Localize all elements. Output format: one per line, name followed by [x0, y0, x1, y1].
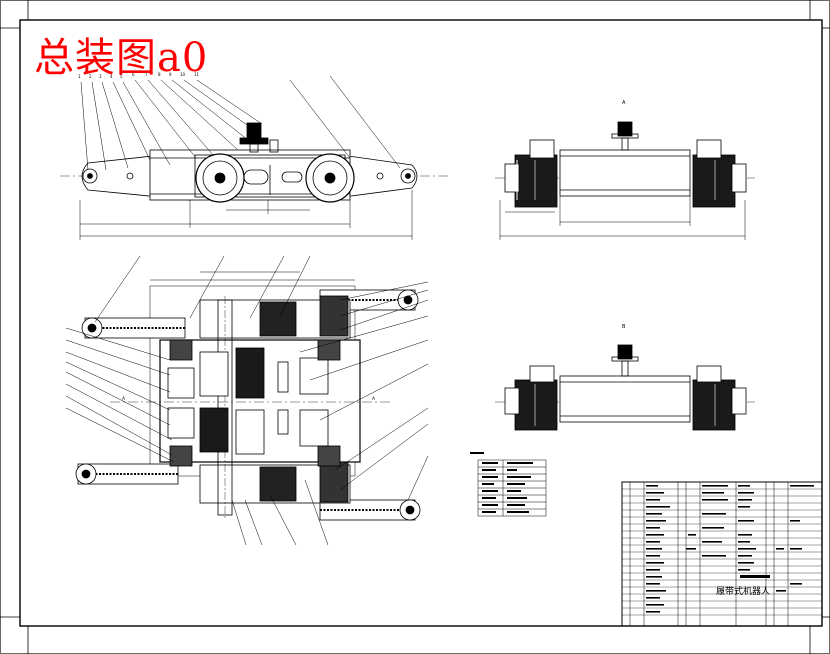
svg-text:4: 4: [110, 74, 113, 79]
product-name: 履带式机器人: [716, 585, 770, 597]
view-b-label: B: [622, 324, 626, 330]
side-view-a: [495, 121, 755, 240]
svg-text:9: 9: [169, 72, 172, 77]
svg-text:3: 3: [99, 74, 102, 79]
svg-text:2: 2: [89, 74, 92, 79]
svg-text:1: 1: [78, 74, 81, 79]
spec-table-text: [470, 452, 533, 513]
drawing-title: 总装图a0: [34, 35, 209, 81]
plan-view: [65, 255, 429, 546]
svg-text:8: 8: [158, 72, 161, 77]
parts-list-rows: [622, 488, 822, 616]
front-view-balloons: 1 2 3 4 5 6 7 8 9 10 11: [78, 72, 200, 79]
svg-text:11: 11: [194, 72, 200, 77]
svg-text:5: 5: [120, 74, 123, 79]
spec-table: [477, 459, 547, 517]
svg-text:A: A: [122, 396, 126, 402]
parts-list: [621, 481, 823, 627]
svg-text:10: 10: [180, 72, 186, 77]
svg-text:6: 6: [132, 72, 135, 77]
drawing-frame: [19, 19, 823, 627]
front-view: [60, 75, 450, 240]
parts-list-text: [646, 485, 814, 613]
svg-text:A: A: [372, 396, 376, 402]
section-marks: A A: [122, 396, 376, 402]
svg-text:7: 7: [145, 72, 148, 77]
side-view-b: [495, 344, 755, 431]
view-a-label: A: [622, 100, 626, 106]
